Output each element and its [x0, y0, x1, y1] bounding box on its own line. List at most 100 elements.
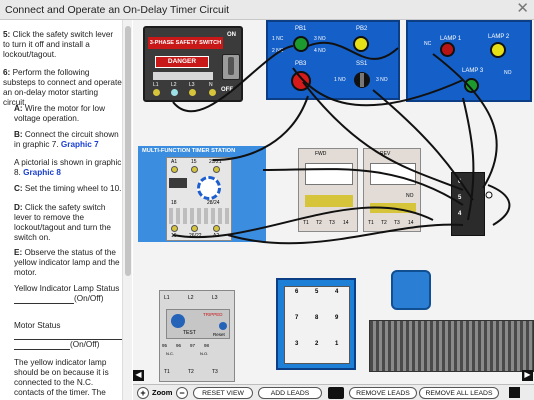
substep-text: Set the timing wheel to 10.: [24, 184, 122, 193]
close-icon[interactable]: ✕: [516, 0, 529, 17]
off-label: OFF: [221, 87, 233, 93]
pb3-label: PB3: [295, 61, 307, 67]
lead-number: 4: [335, 289, 339, 295]
remove-all-leads-button[interactable]: REMOVE ALL LEADS: [419, 387, 499, 399]
lead-number: 1: [335, 341, 339, 347]
fuse-strip: [153, 72, 213, 80]
wire: [307, 41, 399, 60]
add-leads-button[interactable]: ADD LEADS: [258, 387, 322, 399]
step-number: 6:: [3, 68, 11, 77]
terminal-screw[interactable]: [171, 89, 178, 96]
terminal-label: T2: [316, 220, 322, 226]
test-label: TEST: [183, 330, 196, 336]
terminal-screw[interactable]: [209, 89, 216, 96]
terminal-screw[interactable]: [213, 225, 220, 232]
substep-a: A: Wire the motor for low voltage operat…: [14, 104, 122, 124]
wiring-workspace: 3-PHASE SAFETY SWITCH DANGER ON OFF L1 L…: [133, 20, 534, 384]
rev-starter: REV NO T1 T2 T3 14: [363, 148, 421, 232]
rev-label: REV: [380, 151, 391, 157]
selector-knob: [360, 73, 364, 87]
zoom-in-icon[interactable]: +: [137, 387, 149, 399]
pictorial-note: A pictorial is shown in graphic 8. Graph…: [14, 158, 122, 178]
wiring-leads: [172, 41, 511, 245]
step-text: Click the safety switch lever to turn it…: [3, 30, 114, 59]
terminal-label: 26/22: [189, 233, 202, 239]
overload-body: TRIPPED TEST Reset: [166, 309, 230, 339]
no-label: N.O.: [200, 351, 209, 356]
terminal-label: 25/21: [209, 159, 222, 165]
terminal-screw[interactable]: [191, 166, 198, 173]
contact-label: 2 NC: [272, 48, 284, 54]
lamp-status-label: Yellow Indicator Lamp Status: [14, 284, 120, 293]
terminal-screw[interactable]: [153, 89, 160, 96]
lamp-status-answer-blank[interactable]: [14, 296, 74, 304]
terminal-label: L3: [189, 82, 195, 88]
ss1-selector-switch[interactable]: [354, 72, 370, 88]
window-title: Connect and Operate an On-Delay Timer Ci…: [5, 4, 230, 16]
fullscreen-icon[interactable]: [509, 387, 520, 398]
reset-label: Reset: [213, 332, 225, 337]
switch-terminals: L1 L2 L3 N: [151, 82, 221, 100]
terminal-label: T1: [368, 220, 374, 226]
lamp1-label: LAMP 1: [440, 36, 462, 42]
graphic-8-link[interactable]: Graphic 8: [23, 168, 61, 177]
terminal-screw[interactable]: [191, 225, 198, 232]
terminal-label: L1: [153, 82, 159, 88]
terminal-screw[interactable]: [171, 166, 178, 173]
terminal-label: L3: [212, 295, 218, 301]
reset-button[interactable]: [219, 322, 227, 330]
terminal-label: T2: [188, 369, 194, 375]
scrollbar-thumb[interactable]: [125, 26, 131, 276]
safety-switch-lever[interactable]: [222, 54, 240, 80]
motor-status-answer-blank-2[interactable]: [14, 342, 70, 350]
reset-view-button[interactable]: RESET VIEW: [193, 387, 253, 399]
terminal-label: 96: [176, 343, 182, 348]
terminal-label: T3: [394, 220, 400, 226]
graphic-7-link[interactable]: Graphic 7: [60, 140, 99, 149]
terminal-label: A1: [171, 159, 178, 165]
step-number: 5:: [3, 30, 11, 39]
motor-status-answer-blank[interactable]: [14, 331, 130, 340]
terminal-label: N: [209, 82, 213, 88]
wire: [262, 168, 464, 206]
lead-color-icon[interactable]: [328, 387, 344, 399]
pb1-green-button[interactable]: [293, 36, 309, 52]
zoom-label: Zoom: [152, 388, 173, 397]
substep-letter: B:: [14, 130, 23, 139]
lamp-station: LAMP 1 LAMP 2 NC LAMP 3 NO: [406, 20, 532, 102]
timing-wheel[interactable]: [197, 176, 221, 200]
terminal-label: 18: [171, 200, 177, 206]
zoom-out-icon[interactable]: −: [176, 387, 188, 399]
pb2-yellow-button[interactable]: [353, 36, 369, 52]
terminal-label: 97: [190, 343, 196, 348]
overload-dial[interactable]: [171, 314, 185, 328]
timer-station: MULTI-FUNCTION TIMER STATION A1 15 25/21…: [138, 146, 266, 242]
timer-title: MULTI-FUNCTION TIMER STATION: [142, 148, 236, 154]
scroll-right-icon[interactable]: ▶: [522, 370, 533, 381]
arrow-icon: [485, 191, 493, 199]
terminal-label: T2: [381, 220, 387, 226]
terminal-screw[interactable]: [213, 166, 220, 173]
substep-text: Observe the status of the yellow indicat…: [14, 248, 120, 277]
instructions-scrollbar[interactable]: [122, 20, 132, 400]
nc-label: NC: [424, 41, 432, 47]
lever-handle: [228, 57, 234, 75]
danger-tag: DANGER: [155, 56, 209, 68]
lamp3-green: [464, 78, 479, 93]
substep-letter: C:: [14, 184, 23, 193]
remove-leads-button[interactable]: REMOVE LEADS: [349, 387, 417, 399]
wire: [227, 223, 464, 245]
lamp2-yellow: [490, 42, 506, 58]
timer-display: [169, 178, 187, 188]
wire: [432, 53, 498, 189]
terminal-screw[interactable]: [171, 225, 178, 232]
wire: [302, 81, 464, 191]
motor: [391, 270, 431, 310]
lamp-status-question: Yellow Indicator Lamp Status (On/Off): [14, 284, 122, 304]
wire: [212, 95, 309, 161]
scroll-left-icon[interactable]: ◀: [133, 370, 144, 381]
terminal-screw[interactable]: [189, 89, 196, 96]
terminal-strip: [305, 195, 353, 207]
substep-text: Connect the circuit shown in graphic 7.: [14, 130, 119, 149]
lamp3-label: LAMP 3: [462, 68, 484, 74]
